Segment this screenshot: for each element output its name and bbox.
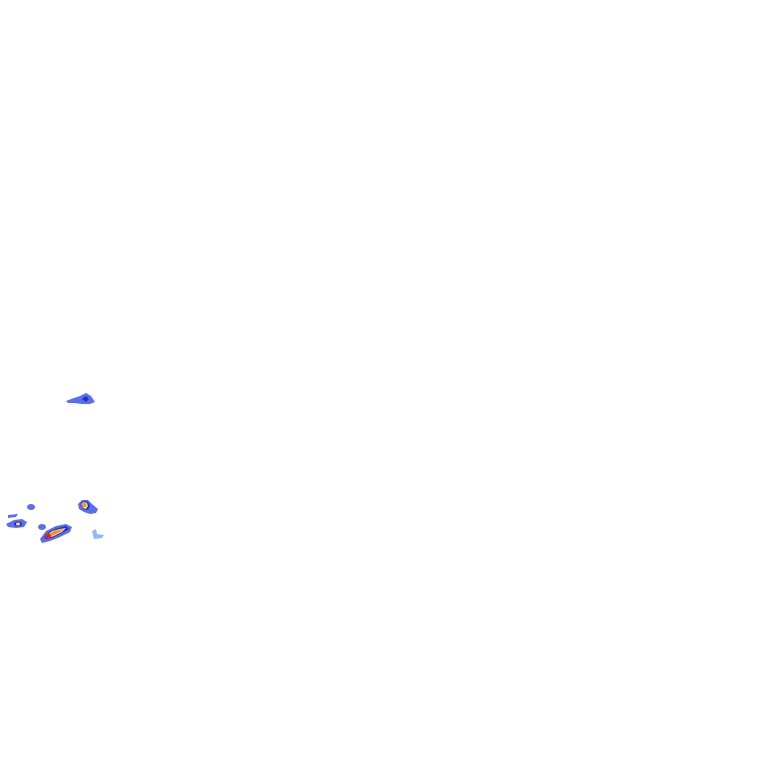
echo-cell-faint (92, 529, 104, 539)
echo-cell-upper (66, 393, 95, 404)
echo-cell-right (78, 500, 98, 514)
echo-cell-left-small-outer (27, 504, 35, 510)
echo-cell-bottom-red (45, 533, 51, 539)
echo-cell-upper-core (82, 396, 89, 402)
echo-cell-upper-outer (66, 393, 95, 404)
echo-cell-right-orange (82, 503, 86, 507)
echo-cell-mid-small-outer (38, 524, 46, 530)
echo-cell-bottom (40, 524, 72, 543)
echo-cell-faint-outer (92, 529, 104, 539)
echo-cell-left-streak (8, 514, 18, 518)
echo-cell-mid-small (38, 524, 46, 530)
echo-cell-left (6, 514, 27, 528)
echo-cell-left-small (27, 504, 35, 510)
echo-cell-bottom-orange (48, 529, 64, 536)
echo-cell-left-hot (16, 522, 20, 526)
